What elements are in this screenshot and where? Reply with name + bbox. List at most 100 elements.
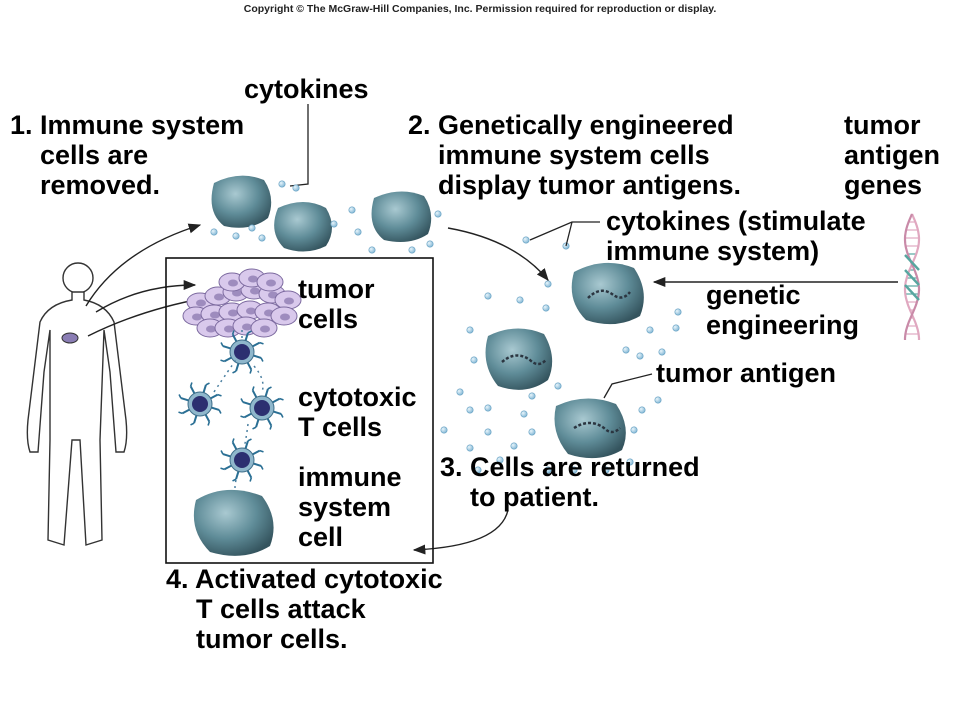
cytokine-dot bbox=[674, 308, 682, 316]
t-cell-receptor bbox=[272, 397, 281, 404]
t-cell-receptor-tip bbox=[269, 425, 273, 430]
immune-system-cell-box bbox=[193, 489, 274, 556]
step1-label: 1. Immune system cells are removed. bbox=[10, 110, 245, 200]
t-cell-receptor-tip bbox=[247, 330, 252, 334]
cytokine-dot bbox=[516, 296, 524, 304]
t-cell-receptor bbox=[222, 345, 231, 350]
t-cell-receptor-tip bbox=[218, 409, 222, 414]
tumor-cell-nucleus bbox=[242, 323, 252, 331]
cytotoxic-t-cells bbox=[178, 330, 284, 482]
t-cell-receptor bbox=[253, 462, 262, 467]
return-arrow bbox=[412, 509, 509, 555]
cytokine-dot bbox=[278, 180, 286, 188]
t-cell-receptor-tip bbox=[249, 369, 253, 374]
dna-insert-segment bbox=[904, 254, 920, 301]
t-cell-receptor bbox=[252, 449, 261, 456]
t-cell-receptor bbox=[244, 440, 249, 449]
t-cell-receptor-tip bbox=[267, 386, 272, 390]
t-cell-receptor bbox=[253, 354, 262, 359]
t-cell-receptor bbox=[242, 401, 251, 406]
tumor-cell-nucleus bbox=[224, 325, 234, 333]
t-cell-receptor bbox=[246, 470, 253, 479]
t-cell bbox=[178, 382, 222, 426]
tumor-cell-nucleus bbox=[214, 293, 224, 301]
t-cell-receptor-tip bbox=[260, 357, 264, 362]
cytokine-dot bbox=[672, 324, 680, 332]
cytokine-dot bbox=[466, 326, 474, 334]
cytokine-dot bbox=[638, 406, 646, 414]
cytokine-dot bbox=[408, 246, 416, 254]
cytokine-dot bbox=[510, 442, 518, 450]
tumor-antigen-genes-label: tumor antigen genes bbox=[844, 110, 941, 200]
t-cell-receptor bbox=[204, 414, 211, 423]
cytokine-dot bbox=[654, 396, 662, 404]
t-cell-receptor-tip bbox=[249, 477, 253, 482]
antigen-display bbox=[573, 421, 621, 434]
tumor-antigen-label: tumor antigen bbox=[656, 358, 836, 388]
cytokine-dot bbox=[544, 466, 552, 474]
tumor-cell-nucleus bbox=[280, 313, 290, 321]
cytokine-dot bbox=[354, 228, 362, 236]
t-cell-receptor-tip bbox=[232, 478, 237, 482]
t-cell-receptor-tip bbox=[178, 394, 182, 399]
t-cell-receptor bbox=[273, 410, 282, 415]
t-cell-receptor-tip bbox=[220, 467, 225, 471]
t-cell-receptor-tip bbox=[259, 341, 264, 345]
tumor-cell-cluster bbox=[182, 268, 302, 338]
cytokines-label: cytokines bbox=[244, 74, 369, 104]
tumor-cells-label: tumor cells bbox=[298, 274, 375, 334]
t-cell-receptor bbox=[223, 464, 232, 471]
cytokine-dot bbox=[658, 348, 666, 356]
cytokine-dot bbox=[466, 444, 474, 452]
cytokine-dot bbox=[330, 220, 338, 228]
t-cell-nucleus bbox=[234, 344, 250, 360]
engineered-cell bbox=[485, 328, 553, 390]
cytokine-dot bbox=[466, 406, 474, 414]
cytokine-dot bbox=[248, 224, 256, 232]
t-cell-nucleus bbox=[254, 400, 270, 416]
dna-helix-icon bbox=[903, 213, 921, 340]
t-cell-receptor bbox=[202, 384, 207, 393]
antigen-display bbox=[587, 289, 631, 299]
cytokines-stimulate-label: cytokines (stimulate immune system) bbox=[606, 206, 866, 266]
t-cell-receptor bbox=[266, 418, 273, 427]
cytokine-dot bbox=[232, 232, 240, 240]
cytokine-dot bbox=[630, 426, 638, 434]
dna-strand bbox=[903, 213, 921, 340]
engineered-cells bbox=[485, 262, 644, 459]
tumor-cell-nucleus bbox=[284, 297, 294, 305]
t-cell-receptor bbox=[223, 356, 232, 363]
tumor-cell-nucleus bbox=[192, 313, 202, 321]
cytokine-dot bbox=[570, 466, 578, 474]
t-cell-receptor-tip bbox=[207, 421, 211, 426]
t-cell-receptor-tip bbox=[251, 386, 255, 391]
t-cell bbox=[240, 386, 284, 430]
t-cell-receptor bbox=[244, 332, 249, 341]
t-cell-receptor bbox=[181, 408, 190, 415]
t-cell-receptor bbox=[255, 419, 260, 428]
cytokine-dot bbox=[484, 404, 492, 412]
t-cell-receptor bbox=[235, 471, 240, 480]
cytokine-dot bbox=[440, 426, 448, 434]
t-cell-receptor-tip bbox=[280, 413, 284, 418]
tumor-cell-nucleus bbox=[250, 287, 260, 295]
cytokine-dot bbox=[554, 382, 562, 390]
tumor-cell-nucleus bbox=[196, 299, 206, 307]
cytokine-dot bbox=[646, 326, 654, 334]
t-cell-receptor bbox=[193, 415, 198, 424]
cytokine-dot bbox=[210, 228, 218, 236]
cytokine-dots bbox=[210, 180, 682, 474]
antigen-display bbox=[501, 354, 547, 366]
immune-system-cell-label: immune system cell bbox=[298, 462, 402, 552]
t-cell-receptor-tip bbox=[205, 382, 210, 386]
cytokine-dot bbox=[484, 292, 492, 300]
cytokine-dot bbox=[348, 206, 356, 214]
t-cell-receptor-tip bbox=[252, 426, 257, 430]
t-cell-receptor-tip bbox=[231, 330, 235, 335]
t-cell-receptor-tip bbox=[220, 450, 224, 455]
cytokine-dot bbox=[456, 388, 464, 396]
tumor-cell-nucleus bbox=[228, 279, 238, 287]
tumor-cell-nucleus bbox=[246, 307, 256, 315]
cytokine-dot bbox=[544, 280, 552, 288]
t-cell-receptor-tip bbox=[220, 359, 225, 363]
